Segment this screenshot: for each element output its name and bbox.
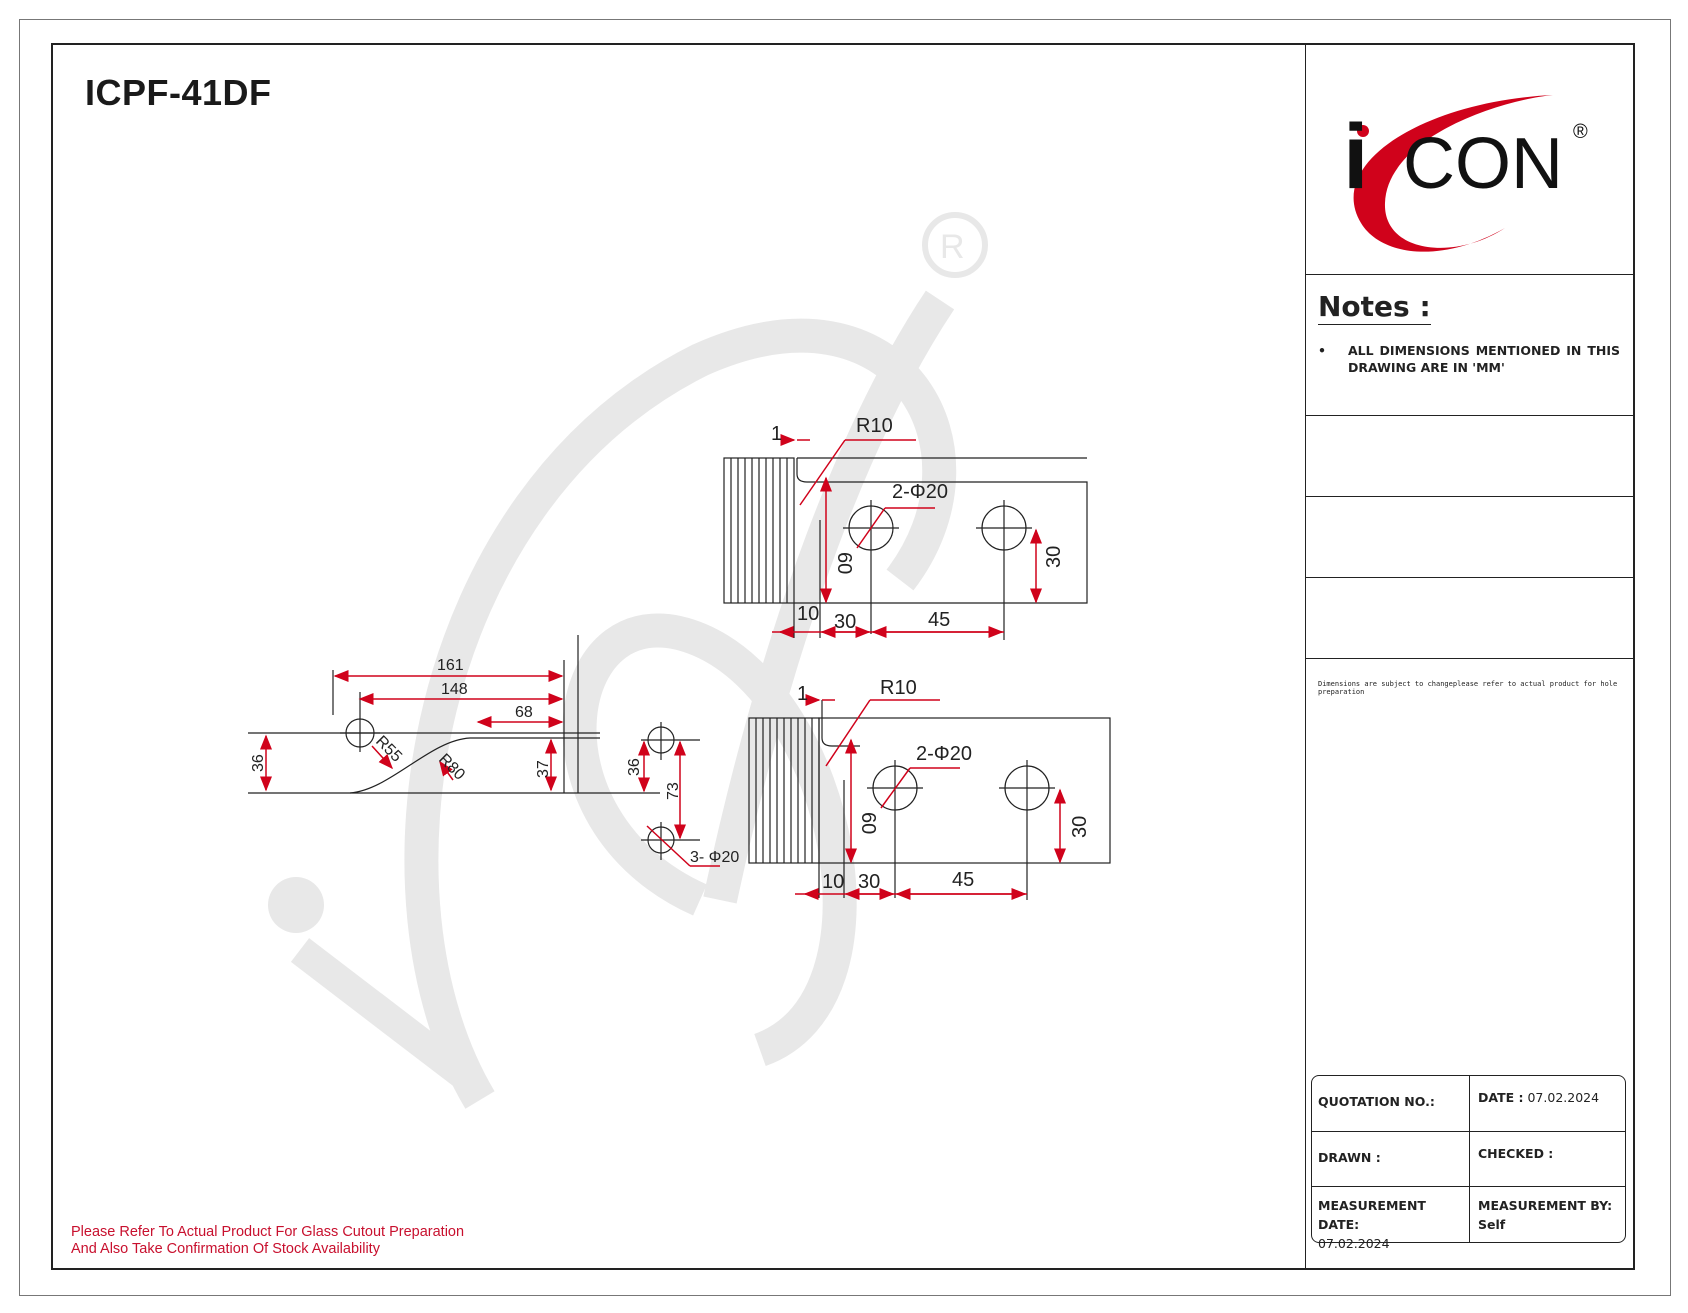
end-view: 36 73 3- Φ20 (626, 722, 739, 867)
measurement-by-value: Self (1478, 1217, 1506, 1232)
top-offset-label: 30 (1043, 546, 1065, 568)
watermark-dot (268, 877, 324, 933)
bottom-radius-label: R10 (880, 677, 917, 699)
top-holes-label: 2-Φ20 (892, 481, 948, 503)
bottom-d2-label: 30 (858, 871, 880, 893)
bottom-offset-label: 30 (1069, 816, 1091, 838)
side-d161-label: 161 (437, 657, 464, 674)
outer-border (19, 19, 1671, 1296)
side-view: 161 148 68 R55 R80 36 37 (248, 635, 640, 794)
svg-text:R: R (940, 228, 965, 266)
info-table: QUOTATION NO.: DATE : 07.02.2024 DRAWN :… (1311, 1075, 1627, 1251)
side-h37-label: 37 (535, 760, 552, 778)
checked-label: CHECKED : (1478, 1146, 1554, 1161)
bottom-height-label: 60 (857, 812, 879, 834)
table-divider (1312, 1131, 1625, 1132)
cutout-footnote: Please Refer To Actual Product For Glass… (71, 1224, 464, 1258)
date-cell: DATE : 07.02.2024 (1472, 1082, 1627, 1113)
end-h36-label: 36 (626, 758, 643, 776)
footnote-line-2: And Also Take Confirmation Of Stock Avai… (71, 1241, 380, 1257)
measurement-date-value: 07.02.2024 (1318, 1236, 1390, 1251)
top-d2-label: 30 (834, 611, 856, 633)
top-d3-label: 45 (928, 609, 950, 631)
drawing-title: ICPF-41DF (85, 72, 272, 113)
divider (1305, 658, 1635, 659)
drawing-frame (51, 43, 1635, 1270)
divider (1305, 415, 1635, 416)
date-label: DATE : (1478, 1090, 1524, 1105)
date-value: 07.02.2024 (1527, 1090, 1600, 1105)
bottom-view: 1 R10 2-Φ20 10 30 45 60 30 (748, 677, 1111, 900)
notes-heading: Notes : (1318, 290, 1431, 325)
footnote-line-1: Please Refer To Actual Product For Glass… (71, 1224, 465, 1240)
title-block (1305, 43, 1635, 1270)
notes-item-text: ALL DIMENSIONS MENTIONED IN THIS DRAWING… (1348, 343, 1620, 375)
side-r55-label: R55 (372, 733, 405, 766)
top-view: 1 R10 2-Φ20 10 30 45 60 30 (723, 415, 1088, 640)
bottom-d3-label: 45 (952, 869, 974, 891)
side-r80-label: R80 (435, 751, 468, 784)
measurement-date-label: MEASUREMENT DATE: (1318, 1198, 1426, 1232)
quotation-label: QUOTATION NO.: (1318, 1094, 1435, 1109)
divider (1305, 496, 1635, 497)
top-d1-label: 10 (797, 603, 819, 625)
logo-text-con: CON (1403, 124, 1563, 204)
table-divider (1469, 1076, 1470, 1242)
icon-logo: i CON ® (1343, 95, 1588, 252)
bottom-holes-label: 2-Φ20 (916, 743, 972, 765)
drawn-cell: DRAWN : (1312, 1142, 1469, 1173)
notes-item: • ALL DIMENSIONS MENTIONED IN THIS DRAWI… (1318, 342, 1620, 376)
top-height-label: 60 (833, 552, 855, 574)
logo-text-i: i (1343, 106, 1369, 208)
logo-box: i CON ® (1305, 43, 1635, 275)
bullet-icon: • (1318, 343, 1326, 358)
divider (1305, 577, 1635, 578)
end-h73-label: 73 (665, 782, 682, 800)
measurement-by-cell: MEASUREMENT BY: Self (1472, 1188, 1627, 1242)
table-divider (1312, 1186, 1625, 1187)
side-h36-label: 36 (250, 754, 267, 772)
quotation-cell: QUOTATION NO.: (1312, 1086, 1469, 1117)
drawn-label: DRAWN : (1318, 1150, 1381, 1165)
top-radius-label: R10 (856, 415, 893, 437)
bottom-gap-label: 1 (797, 683, 808, 705)
top-gap-label: 1 (771, 423, 782, 445)
measurement-date-cell: MEASUREMENT DATE: 07.02.2024 (1312, 1188, 1469, 1261)
checked-cell: CHECKED : (1472, 1138, 1627, 1169)
measurement-by-label: MEASUREMENT BY: (1478, 1198, 1613, 1213)
side-d68-label: 68 (515, 704, 533, 721)
disclaimer-text: Dimensions are subject to changeplease r… (1318, 680, 1618, 696)
end-holes-label: 3- Φ20 (690, 849, 739, 866)
registered-mark: ® (1573, 121, 1588, 143)
side-d148-label: 148 (441, 681, 468, 698)
technical-drawing: 1 R10 2-Φ20 10 30 45 60 30 (248, 415, 1111, 900)
bottom-d1-label: 10 (822, 871, 844, 893)
